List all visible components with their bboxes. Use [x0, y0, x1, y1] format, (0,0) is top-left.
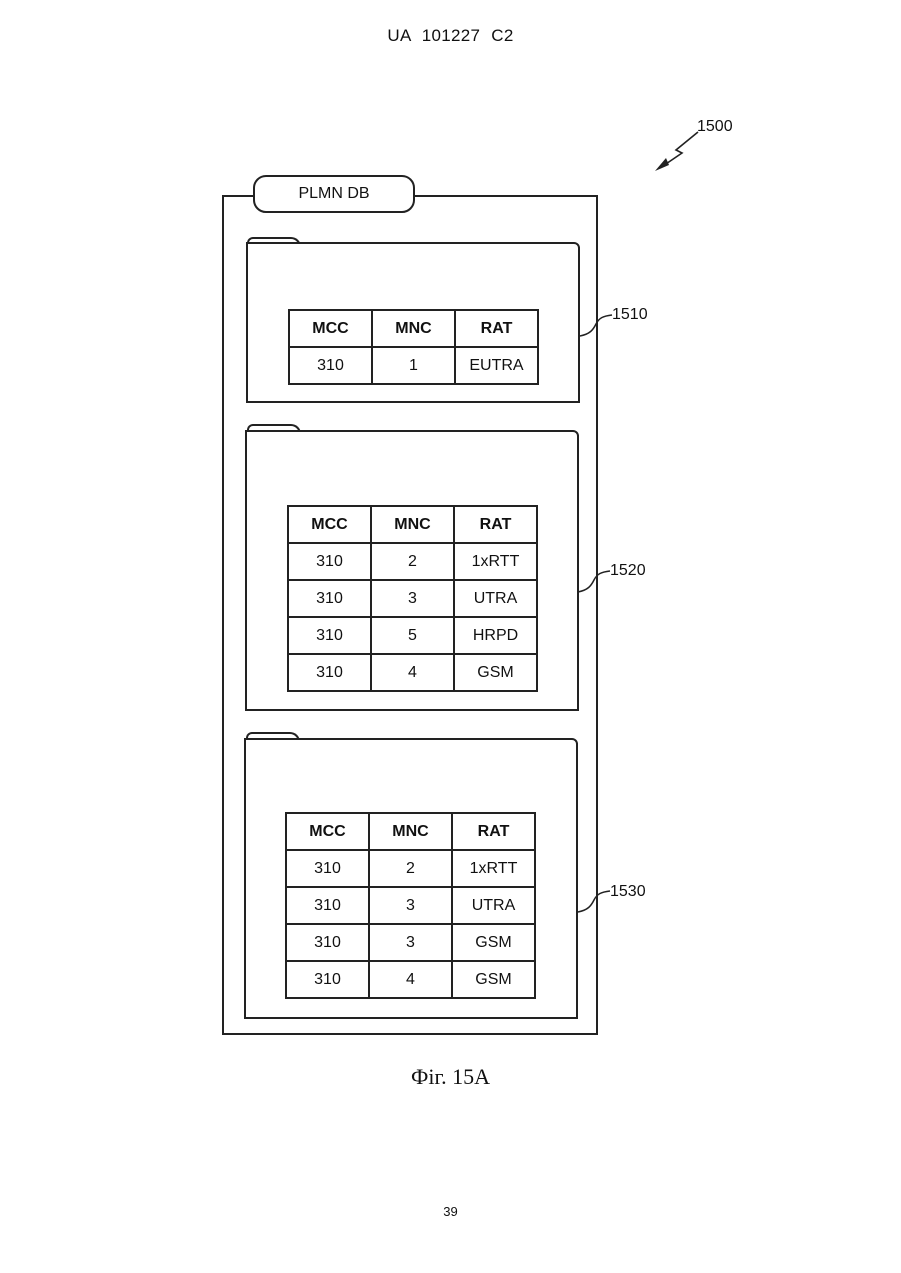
arrow-head-icon: [655, 158, 669, 171]
leader-line-1520: [578, 571, 610, 592]
page-number: 39: [0, 1204, 901, 1219]
leader-line-1530: [578, 891, 610, 912]
leader-line-1510: [580, 315, 612, 336]
figure-caption: Фіг. 15А: [0, 1064, 901, 1090]
